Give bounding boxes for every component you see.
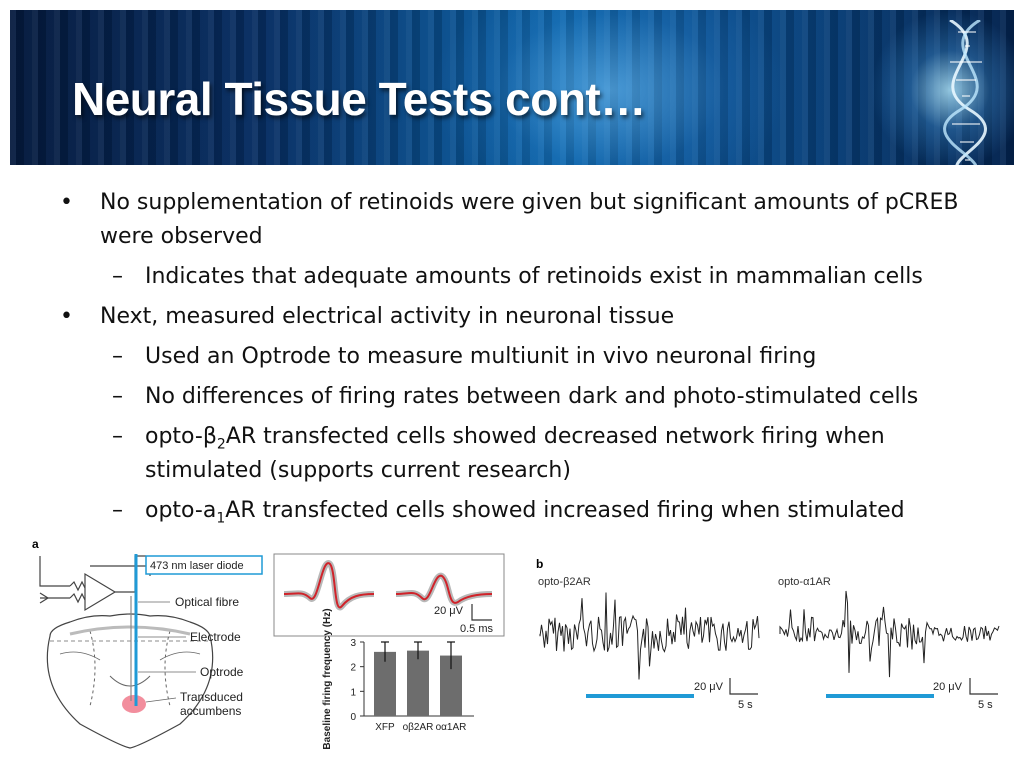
slide-title: Neural Tissue Tests cont… [72, 73, 646, 125]
trace-label-left: opto-β2AR [538, 576, 591, 588]
trace-scale-left-amp: 20 μV [694, 681, 724, 693]
bullet-text-post: AR transfected cells showed increased fi… [225, 498, 905, 523]
sub-bullet-item: –opto-a1AR transfected cells showed incr… [60, 494, 980, 528]
panel-a-label: a [32, 537, 39, 551]
bar [407, 650, 429, 716]
bullet-subscript: 1 [216, 510, 226, 527]
waveform-left [283, 560, 375, 611]
trace-scale-bar-right [969, 678, 998, 695]
bullet-text: Used an Optrode to measure multiunit in … [145, 344, 817, 369]
bullet-item: • No supplementation of retinoids were gi… [60, 186, 980, 254]
bar [374, 651, 396, 716]
bullet-text-pre: opto-β [145, 424, 217, 449]
bullet-text-post: AR transfected cells showed decreased ne… [145, 424, 885, 483]
bullet-marker: – [112, 498, 123, 523]
bar-x-tick-label: oβ2AR [403, 722, 434, 733]
bullet-text: No differences of firing rates between d… [145, 384, 919, 409]
bullet-text: Next, measured electrical activity in ne… [100, 304, 675, 329]
label-fibre: Optical fibre [175, 595, 239, 609]
bar-y-tick-label: 3 [350, 638, 356, 649]
dna-helix-icon [943, 20, 987, 165]
bullet-text: Indicates that adequate amounts of retin… [145, 264, 923, 289]
bullet-text: opto-a1AR transfected cells showed incre… [145, 498, 905, 527]
bullet-marker: – [112, 384, 123, 409]
label-accumbens: accumbens [180, 704, 241, 718]
label-electrode: Electrode [190, 630, 241, 644]
sub-bullet-item: –opto-β2AR transfected cells showed decr… [60, 420, 980, 488]
trace-label-right: opto-α1AR [778, 576, 831, 588]
bar-y-tick-label: 2 [350, 663, 356, 674]
waveform-right [395, 572, 493, 606]
bullet-text: opto-β2AR transfected cells showed decre… [145, 424, 885, 483]
sub-bullet-item: –Indicates that adequate amounts of reti… [60, 260, 980, 294]
stim-bar-right [826, 694, 934, 698]
waveform-scale-amp: 20 μV [434, 605, 464, 617]
sub-bullet-item: –Used an Optrode to measure multiunit in… [60, 340, 980, 374]
bar [440, 655, 462, 716]
label-optrode: Optrode [200, 665, 244, 679]
bar-y-tick-label: 0 [350, 712, 356, 723]
trace-scale-right-amp: 20 μV [933, 681, 963, 693]
bullet-marker: • [60, 304, 73, 329]
baseline-firing-bar-chart: 0 1 2 3 Baseline firing frequency (Hz) XFP oβ2… [322, 608, 474, 750]
waveform-box [273, 553, 505, 637]
waveform-scale-time: 0.5 ms [460, 623, 494, 635]
firing-trace-right [779, 590, 1000, 678]
label-transduced: Transduced [180, 690, 243, 704]
skull-arc [69, 625, 191, 636]
figure: a 473 nm laser diode Opti [30, 536, 1010, 756]
banner-glow-right [870, 10, 1014, 165]
label-laser: 473 nm laser diode [150, 560, 244, 572]
bullet-item: • Next, measured electrical activity in n… [60, 300, 980, 334]
bar-y-tick-label: 1 [350, 687, 356, 698]
trace-scale-right-time: 5 s [978, 699, 993, 711]
bullet-marker: – [112, 344, 123, 369]
trace-scale-bar-left [729, 678, 758, 695]
trace-scale-left-time: 5 s [738, 699, 753, 711]
banner-glow [430, 10, 790, 165]
bullet-list: • No supplementation of retinoids were gi… [60, 186, 980, 534]
stim-bar-left [586, 694, 694, 698]
bullet-text-pre: opto-a [145, 498, 217, 523]
transduced-accumbens-region [122, 695, 146, 713]
sub-bullet-item: –No differences of firing rates between … [60, 380, 980, 414]
bullet-marker: • [60, 190, 73, 215]
bullet-subscript: 2 [216, 436, 226, 453]
bullet-marker: – [112, 264, 123, 289]
firing-trace-left [539, 592, 760, 680]
bar-x-tick-label: XFP [375, 722, 395, 733]
bar-y-axis-label: Baseline firing frequency (Hz) [322, 608, 333, 749]
figure-svg: a 473 nm laser diode Opti [32, 537, 1000, 750]
panel-b-label: b [536, 557, 543, 571]
waveform-scale-bar [471, 604, 492, 621]
brain-section-diagram [46, 613, 214, 749]
amplifier-schematic [39, 555, 151, 612]
bar-x-tick-label: oα1AR [436, 722, 467, 733]
title-banner: Neural Tissue Tests cont… [10, 10, 1014, 165]
bullet-text: No supplementation of retinoids were giv… [100, 190, 959, 249]
bullet-marker: – [112, 424, 123, 449]
laser-diode-box [145, 555, 263, 575]
